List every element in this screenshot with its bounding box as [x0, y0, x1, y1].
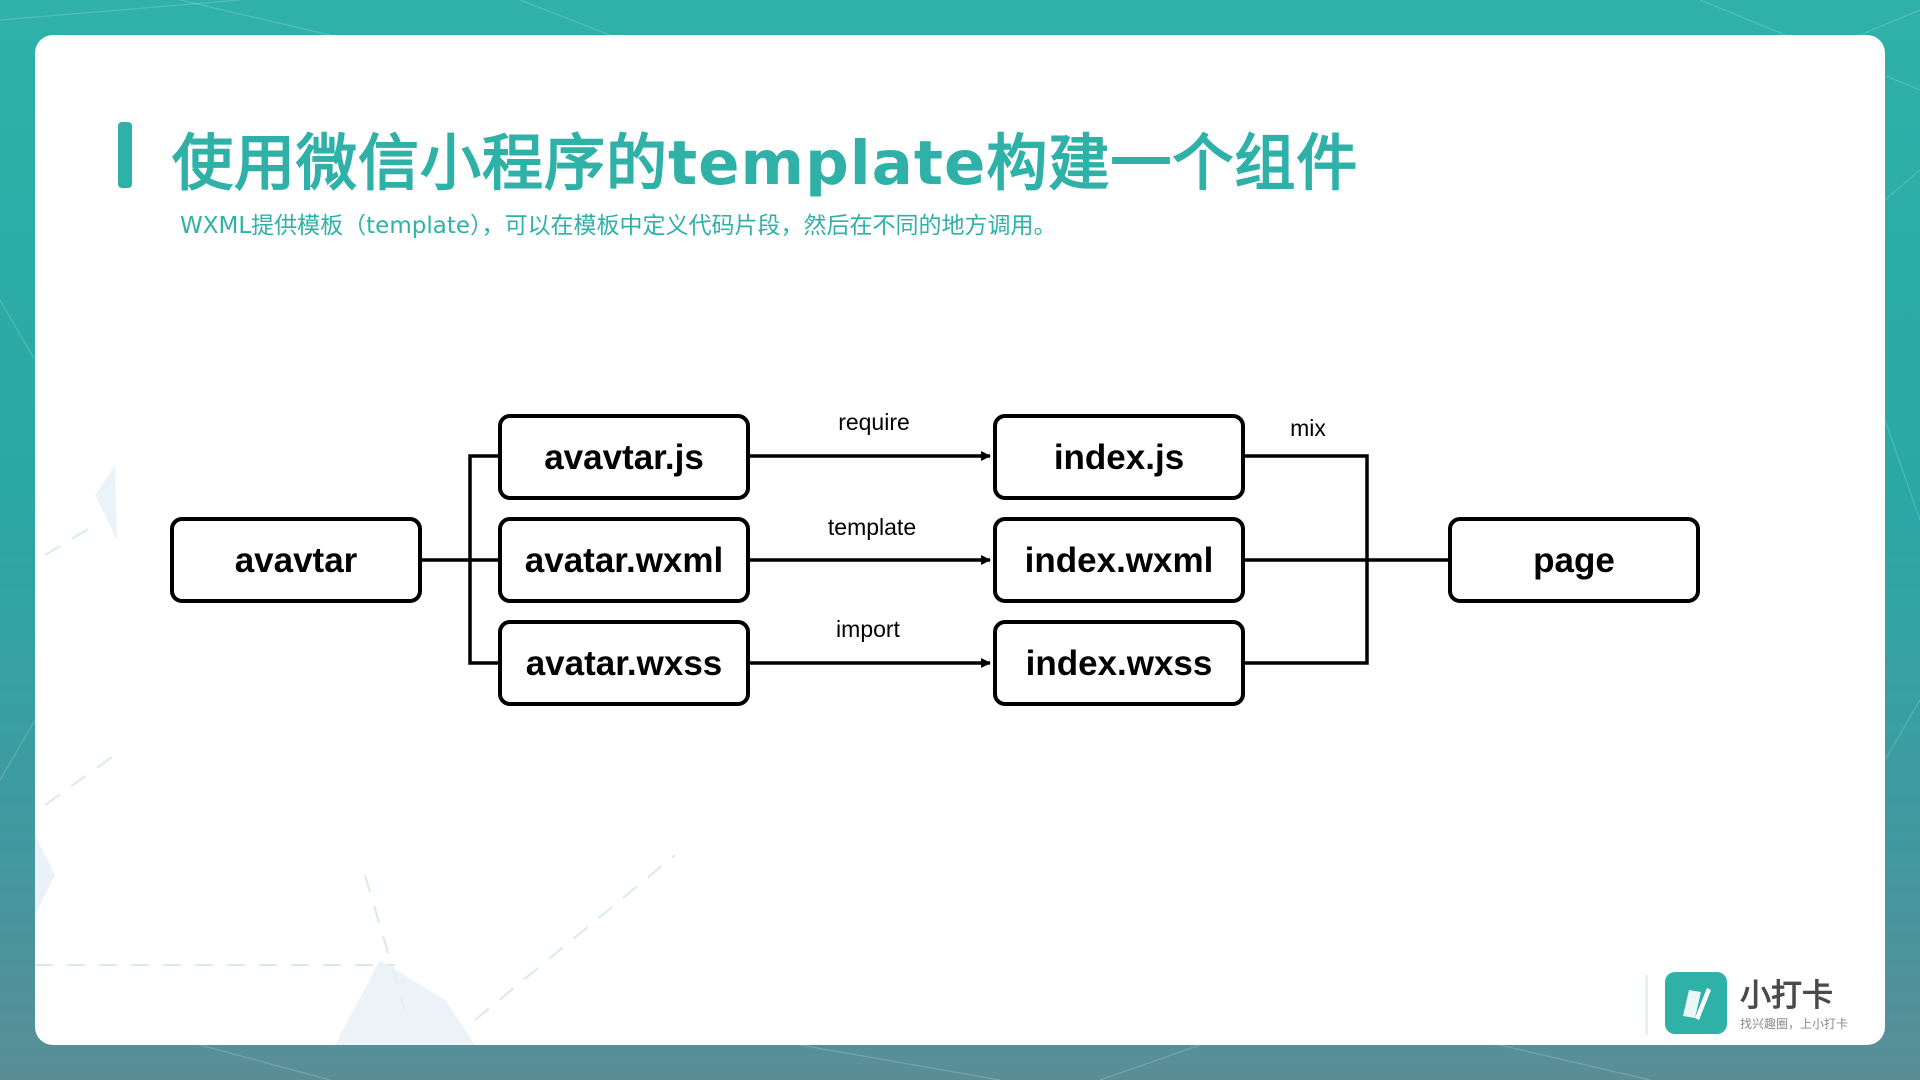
brand-tagline: 找兴趣圈，上小打卡	[1740, 1017, 1849, 1031]
node-label-page: page	[1533, 541, 1615, 580]
edge-label-mix: mix	[1290, 415, 1326, 441]
node-label-avatar-wxss: avatar.wxss	[526, 644, 723, 683]
card-decoration	[35, 465, 676, 1045]
node-index-wxml: index.wxml	[993, 517, 1245, 603]
edge-label-require: require	[838, 409, 910, 435]
connector-lines	[420, 451, 1450, 668]
slide-subtitle: WXML提供模板（template），可以在模板中定义代码片段，然后在不同的地方…	[180, 213, 1057, 239]
node-avavtar-js: avavtar.js	[498, 414, 750, 500]
node-label-avatar-wxml: avatar.wxml	[525, 541, 723, 580]
node-index-js: index.js	[993, 414, 1245, 500]
node-avatar-wxml: avatar.wxml	[498, 517, 750, 603]
node-label-index-wxml: index.wxml	[1025, 541, 1214, 580]
brand-logo: 小打卡 找兴趣圈，上小打卡	[1645, 965, 1885, 1045]
node-index-wxss: index.wxss	[993, 620, 1245, 706]
brand-name: 小打卡	[1740, 978, 1833, 1014]
node-label-avavtar-js: avavtar.js	[544, 438, 704, 477]
edge-label-template: template	[828, 514, 916, 540]
node-page: page	[1448, 517, 1700, 603]
node-avavtar: avavtar	[170, 517, 422, 603]
slide-card: 使用微信小程序的template构建一个组件 WXML提供模板（template…	[35, 35, 1885, 1045]
node-label-avavtar: avavtar	[235, 541, 358, 580]
node-label-index-js: index.js	[1054, 438, 1184, 477]
edge-label-import: import	[836, 616, 901, 642]
node-avatar-wxss: avatar.wxss	[498, 620, 750, 706]
component-flow-diagram: require template import mix avavtar avav…	[170, 409, 1700, 706]
logo-divider	[1645, 975, 1648, 1035]
title-accent-bar	[118, 122, 132, 188]
slide-title: 使用微信小程序的template构建一个组件	[172, 128, 1359, 199]
node-label-index-wxss: index.wxss	[1026, 644, 1213, 683]
card-pen-icon	[1665, 972, 1727, 1034]
